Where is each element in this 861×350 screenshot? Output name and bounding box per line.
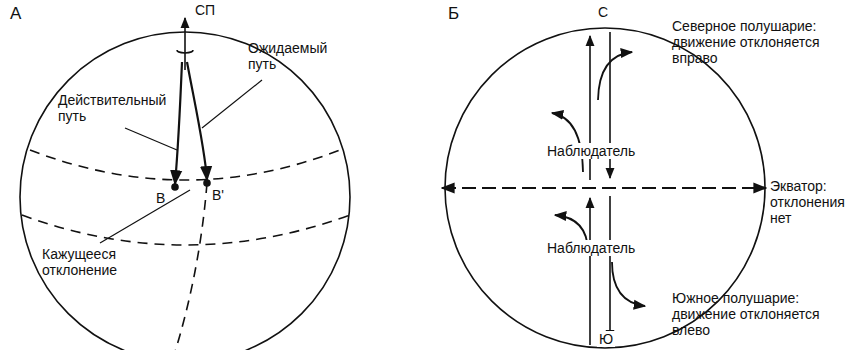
path-label: Ожидаемый путь (248, 40, 348, 72)
observer-label: Наблюдатель (545, 143, 637, 159)
observer-label: Наблюдатель (545, 240, 637, 256)
hemisphere-note: Северное полушарие: движение отклоняется… (672, 18, 852, 66)
panel-letter: Б (448, 4, 459, 24)
pole-label: Ю (597, 331, 615, 347)
pole-label: С (598, 4, 608, 20)
globe-a (20, 18, 350, 350)
pole-label: СП (195, 2, 215, 18)
equator-note: Экватор: отклонения нет (770, 178, 856, 226)
point-label: В' (212, 187, 224, 203)
path-label: Действительный путь (58, 92, 163, 124)
panel-letter: А (10, 4, 21, 24)
point-label: В (156, 190, 165, 206)
hemisphere-note: Южное полушарие: движение отклоняется вл… (672, 290, 852, 338)
deflection-label: Кажущееся отклонение (42, 246, 147, 278)
